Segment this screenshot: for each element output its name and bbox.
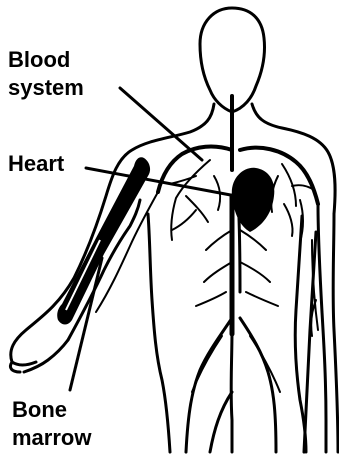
heart-label: Heart bbox=[8, 150, 64, 178]
bone-marrow-label: Bone marrow bbox=[12, 396, 91, 452]
heart-label-text: Heart bbox=[8, 150, 64, 178]
blood-system-label-line-1: Blood bbox=[8, 46, 84, 74]
blood-system-label-line-2: system bbox=[8, 74, 84, 102]
bone-marrow-label-line-1: Bone bbox=[12, 396, 91, 424]
blood-system-label: Blood system bbox=[8, 46, 84, 102]
pointer-lines bbox=[70, 88, 236, 390]
bone-marrow-label-line-2: marrow bbox=[12, 424, 91, 452]
